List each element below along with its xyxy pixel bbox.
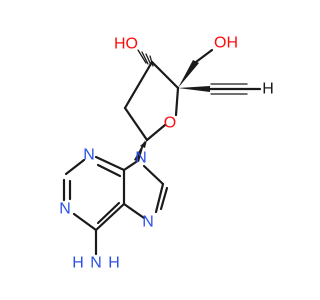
bond-c2-c3 (123, 60, 154, 110)
ring-oxygen-label: O (164, 115, 176, 132)
molecule-structure: HO OH O H N N N N H N H (59, 35, 274, 272)
bond-c6-c5 (94, 202, 126, 232)
bond-c1-c2 (123, 106, 149, 142)
bond-layer (62, 48, 262, 256)
purine-n9-label: N (135, 150, 147, 167)
bond-n3-c2 (64, 158, 86, 176)
bond-ch2-oh (194, 48, 214, 64)
amine-n-label: N (90, 255, 102, 272)
bond-c6-c5-double (96, 201, 121, 225)
hydroxyl-3prime-label: HO (114, 36, 138, 53)
bond-n9-c8 (142, 164, 165, 186)
bond-n1-c6 (72, 212, 98, 232)
wedge-bond-c4-alkyne (178, 86, 210, 92)
atom-labels: HO OH O H N N N N H N H (59, 35, 274, 272)
bond-c4-n9 (122, 160, 138, 172)
bond-o4-c1 (145, 123, 167, 142)
bond-c4-n3 (94, 155, 126, 172)
hashed-bond-c3-oh (137, 49, 154, 67)
purine-n3-label: N (83, 147, 95, 164)
hydroxymethyl-oh-label: OH (214, 35, 238, 52)
bond-c4-o4 (174, 86, 180, 117)
wedge-bond-c1-n9-main (134, 140, 145, 162)
wedge-bond-c4-ch2 (178, 60, 199, 88)
bond-c8-n7-double (159, 186, 169, 211)
bond-n7-c5 (122, 202, 146, 220)
purine-n7-label: N (142, 214, 154, 231)
bond-c3-c4 (150, 60, 180, 90)
bond-c8-n7 (154, 182, 165, 214)
amine-h2-label: H (72, 255, 84, 272)
purine-n1-label: N (59, 201, 71, 218)
alkyne-h-label: H (262, 81, 274, 98)
bond-c4-n3-double (96, 163, 122, 178)
amine-h-label: H (108, 255, 120, 272)
